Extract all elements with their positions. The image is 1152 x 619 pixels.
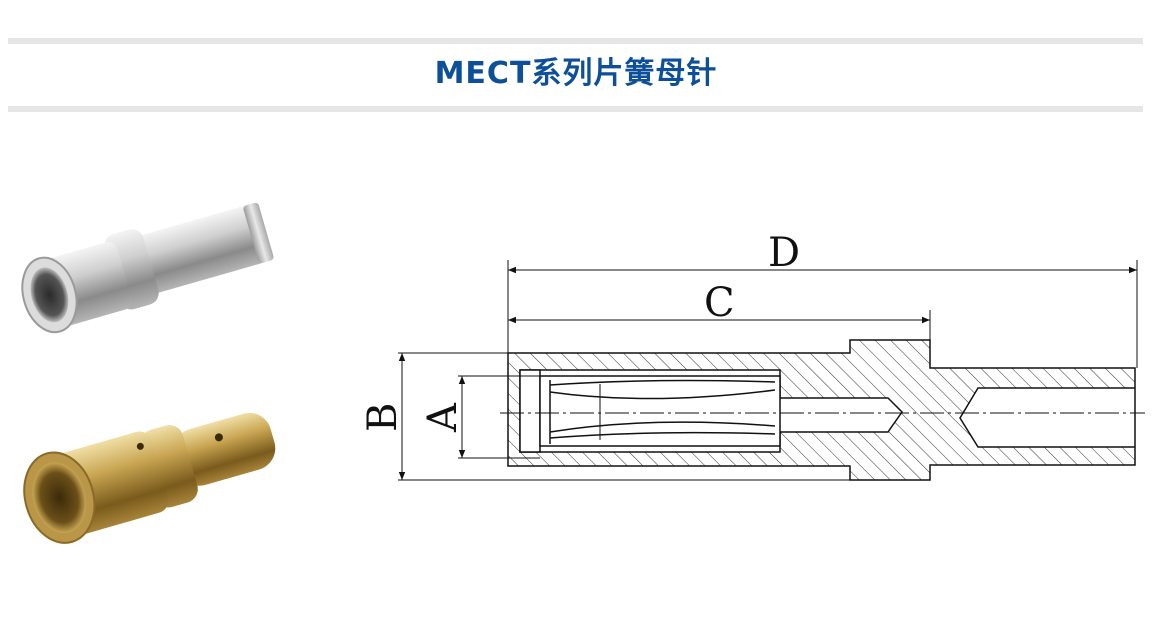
- header-bottom-rule: [8, 106, 1143, 112]
- dimension-c-label: C: [704, 280, 735, 326]
- extension-lines: [398, 260, 1138, 481]
- dimension-a-label: A: [420, 402, 466, 433]
- dimension-d-label: D: [768, 230, 800, 276]
- technical-drawing: D C B A: [360, 230, 1145, 481]
- contact-section: [507, 339, 1136, 481]
- page-title: MECT系列片簧母针: [434, 56, 718, 91]
- silver-contact-photo: [21, 202, 274, 334]
- brass-contact-photo: [23, 412, 276, 544]
- header-top-rule: [8, 38, 1143, 44]
- product-photos: [21, 202, 276, 544]
- dimension-b-label: B: [360, 403, 406, 432]
